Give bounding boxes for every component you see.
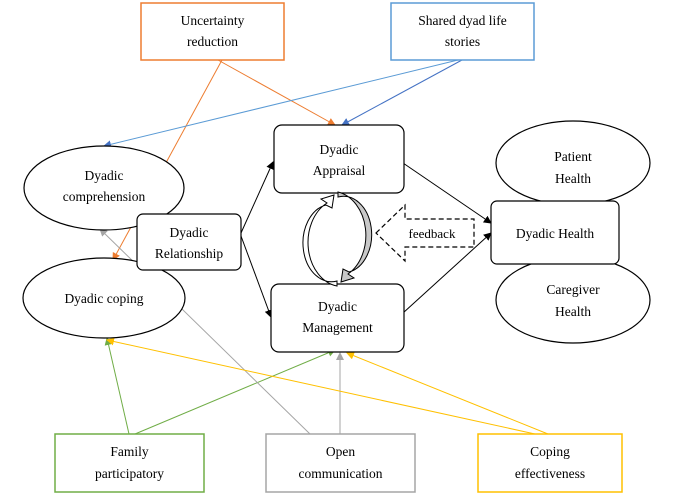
dyadic-health-node: Dyadic Health — [490, 200, 620, 265]
patient-health-node: Patient Health — [495, 120, 651, 206]
coping-effectiveness-node: Coping effectiveness — [477, 433, 623, 493]
dyadic-relationship-node: Dyadic Relationship — [136, 213, 242, 271]
patient-health-label-1: Patient — [554, 149, 592, 164]
dyadic-appraisal-label-1: Dyadic — [320, 142, 359, 157]
dyadic-management-node: Dyadic Management — [270, 283, 405, 353]
family-participatory-node: Family participatory — [54, 433, 205, 493]
dyadic-coping-label: Dyadic coping — [64, 291, 143, 306]
shared-stories-label-1: Shared dyad life — [418, 13, 506, 28]
caregiver-health-node: Caregiver Health — [495, 256, 651, 344]
arrow-stories-to-comprehension — [103, 59, 459, 149]
arrow-stories-to-appraisal — [341, 59, 463, 126]
uncertainty-reduction-node: Uncertainty reduction — [140, 2, 285, 61]
open-communication-label-2: communication — [299, 466, 383, 481]
open-communication-node: Open communication — [265, 433, 416, 493]
caregiver-health-label-2: Health — [555, 304, 591, 319]
dyadic-coping-node: Dyadic coping — [22, 257, 186, 339]
arrow-effectiveness-to-coping — [106, 337, 536, 435]
dyadic-management-label-1: Dyadic — [318, 299, 357, 314]
open-communication-label-1: Open — [326, 444, 355, 459]
arrow-uncertainty-to-appraisal — [217, 59, 336, 126]
arrow-effectiveness-to-management — [346, 351, 549, 435]
dyadic-management-label-2: Management — [302, 320, 373, 335]
coping-effectiveness-label-2: effectiveness — [515, 466, 585, 481]
family-participatory-label-1: Family — [110, 444, 149, 459]
uncertainty-reduction-label-1: Uncertainty — [181, 13, 245, 28]
dyadic-comprehension-label-2: comprehension — [63, 189, 146, 204]
dyadic-health-label: Dyadic Health — [516, 226, 595, 241]
arrow-relationship-to-management — [240, 235, 273, 318]
dyadic-relationship-label-2: Relationship — [155, 246, 223, 261]
shared-stories-label-2: stories — [445, 34, 480, 49]
feedback-label: feedback — [409, 226, 456, 241]
caregiver-health-label-1: Caregiver — [546, 282, 600, 297]
uncertainty-reduction-label-2: reduction — [187, 34, 238, 49]
arrow-management-to-health — [402, 232, 492, 314]
feedback-arrow: feedback — [375, 203, 475, 263]
arrow-relationship-to-appraisal — [240, 161, 274, 234]
dyadic-appraisal-node: Dyadic Appraisal — [273, 124, 405, 194]
dyadic-comprehension-node: Dyadic comprehension — [23, 145, 185, 231]
arrow-appraisal-to-health — [402, 162, 492, 224]
dyadic-comprehension-label-1: Dyadic — [85, 168, 124, 183]
arrow-family-to-coping — [104, 337, 130, 435]
coping-effectiveness-label-1: Coping — [530, 444, 570, 459]
dyadic-appraisal-label-2: Appraisal — [313, 163, 366, 178]
cycle-arrows-icon — [302, 191, 373, 287]
dyadic-relationship-label-1: Dyadic — [170, 225, 209, 240]
arrow-family-to-management — [134, 349, 336, 435]
patient-health-label-2: Health — [555, 171, 591, 186]
shared-dyad-life-stories-node: Shared dyad life stories — [390, 2, 535, 61]
family-participatory-label-2: participatory — [95, 466, 164, 481]
